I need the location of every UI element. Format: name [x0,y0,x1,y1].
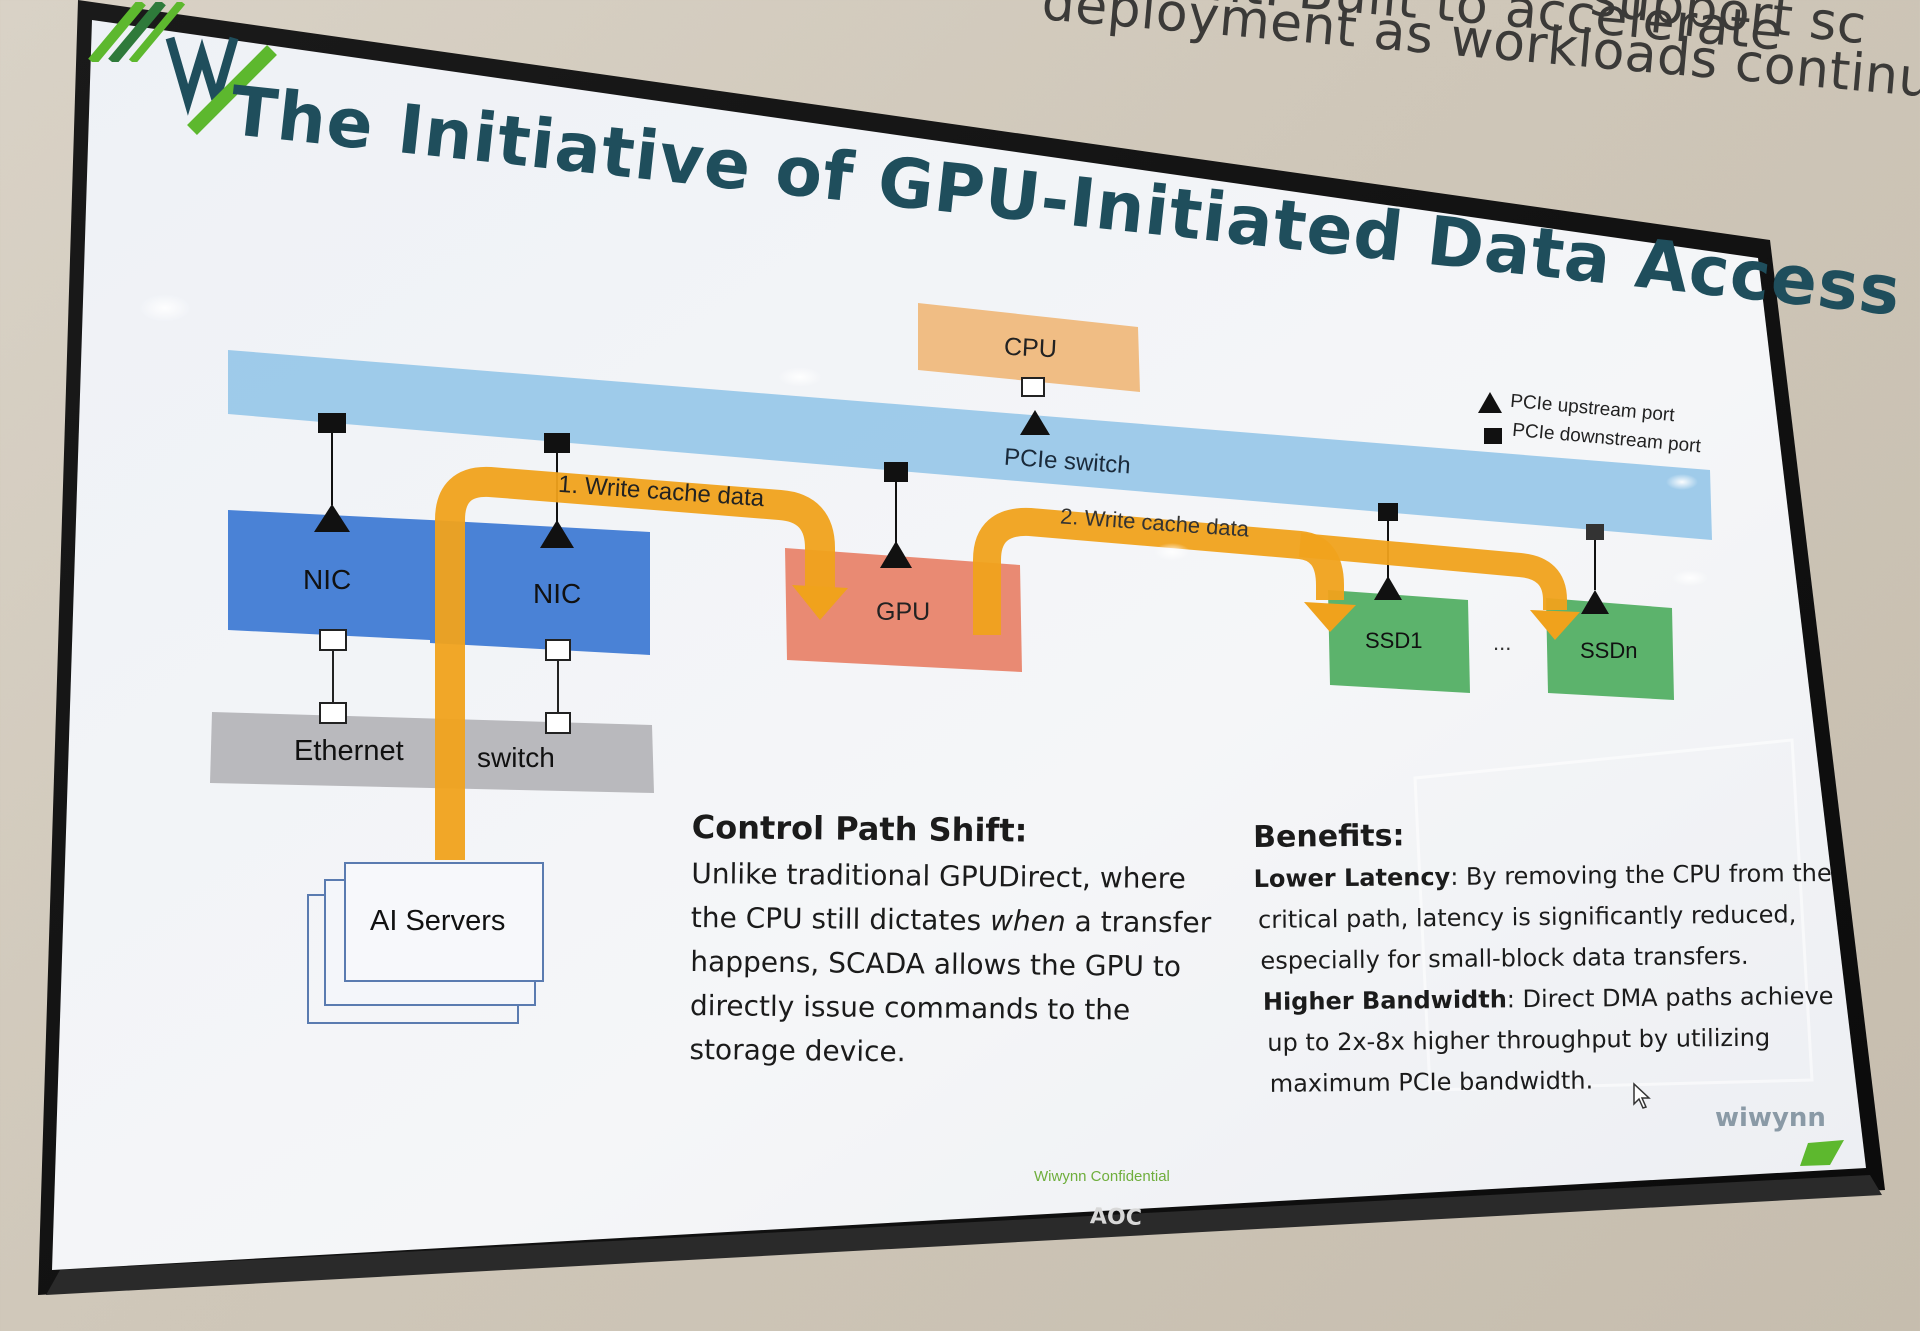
benefit-1-line3: especially for small-block data transfer… [1260,941,1749,975]
benefits-heading: Benefits: [1253,818,1405,855]
arrow-head-2a [1304,602,1356,632]
monitor-stand-edge [46,1175,1882,1295]
legend-upstream-icon [1478,392,1502,413]
nic-label-2: NIC [533,578,582,609]
screen-glare-1 [139,294,191,322]
port-nic2-eth-top [545,639,571,661]
downstream-port-ssdn [1586,524,1604,540]
control-path-line4: directly issue commands to the [689,988,1131,1027]
arrow-write-cache-1 [435,466,835,860]
control-path-line2-c: a transfer [1065,904,1212,940]
arrow-write-cache-2 [973,507,1344,635]
downstream-port-ssd1 [1378,503,1398,521]
ai-server-card-1 [344,862,544,982]
upstream-port-nic1 [314,504,350,532]
control-path-line2-a: the CPU still dictates [690,900,991,938]
control-path-line5: storage device. [689,1032,906,1069]
ssdn-label: SSDn [1580,638,1638,663]
cpu-port [1021,377,1045,397]
downstream-port-gpu [884,462,908,482]
screen-glare-4 [1672,570,1708,586]
monitor-brand-logo: AOC [1089,1204,1143,1231]
gpu-label: GPU [876,598,931,626]
ethernet-switch-box [210,712,654,793]
switch-label: switch [477,742,555,773]
ssd1-box [1328,590,1470,693]
pcie-switch-bar [228,350,1712,540]
ethernet-label: Ethernet [294,735,404,767]
cpu-box [918,303,1140,392]
port-nic1-eth-bottom [319,702,347,724]
port-nic1-eth-top [319,629,347,651]
screen-glare-5 [1666,474,1698,490]
control-path-line2: the CPU still dictates when a transfer [691,896,1212,945]
benefit-2-text: : Direct DMA paths achieve [1506,981,1834,1014]
benefit-2-line3: maximum PCIe bandwidth. [1269,1066,1594,1098]
arrow-write-cache-2b [1298,533,1567,612]
arrow-head-1 [792,585,848,620]
upstream-port-nic2 [540,520,574,548]
corner-stripes [88,2,186,62]
arrow-head-2b [1530,610,1580,640]
control-path-heading: Control Path Shift: [691,808,1028,850]
screen-reflection [1413,738,1814,1092]
upstream-port-ssd1 [1374,576,1402,600]
downstream-port-nic1 [318,413,346,433]
benefit-1-line1: Lower Latency: By removing the CPU from … [1253,853,1832,900]
benefit-2-label: Higher Bandwidth [1262,985,1507,1016]
downstream-port-nic2 [544,433,570,453]
benefit-1-line2: critical path, latency is significantly … [1257,900,1797,934]
nic-label-1: NIC [303,564,352,595]
legend-downstream-icon [1484,428,1502,444]
wiwynn-watermark: wiwynn [1715,1103,1826,1133]
mouse-cursor-icon [1633,1082,1651,1109]
ssd-ellipsis: ... [1493,630,1512,655]
control-path-line3: happens, SCADA allows the GPU to [690,944,1182,984]
slide-footer: Wiwynn Confidential [1034,1168,1170,1185]
upstream-port-ssdn [1581,590,1609,614]
benefit-2-line1: Higher Bandwidth: Direct DMA paths achie… [1255,976,1834,1023]
port-nic2-eth-bottom [545,712,571,734]
screen-glare-2 [778,367,822,387]
benefits-section: Benefits: Lower Latency: By removing the… [1253,814,1835,1105]
upstream-port-gpu [880,541,912,568]
corner-accent-green [1800,1140,1844,1166]
control-path-line2-when: when [989,904,1066,938]
control-path-line1: Unlike traditional GPUDirect, where [691,856,1186,896]
gpu-box [785,548,1022,672]
wiwynn-logo-icon [165,36,277,135]
upstream-port-cpu [1020,410,1050,435]
benefit-1-text: : By removing the CPU from the [1450,858,1832,891]
screen-glare-3 [1154,543,1190,561]
ssd1-label: SSD1 [1365,628,1423,653]
ai-servers-label: AI Servers [370,905,506,937]
nic-box-1 [228,510,430,640]
benefit-1-label: Lower Latency [1253,862,1451,893]
control-path-section: Control Path Shift: Unlike traditional G… [689,808,1212,1077]
ssdn-box [1546,598,1674,700]
nic-box-2 [430,520,650,655]
benefit-2-line2: up to 2x-8x higher throughput by utilizi… [1267,1023,1771,1057]
cpu-label: CPU [1003,332,1058,364]
